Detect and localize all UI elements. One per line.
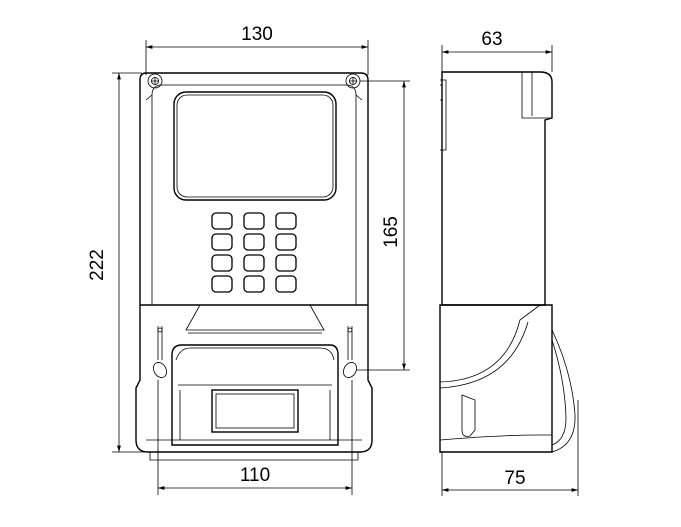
card-slot-guide	[185, 304, 325, 331]
dim-label-bottom-width: 110	[240, 465, 270, 486]
keypad-key	[275, 233, 297, 251]
dimension-bottom-width: 110	[157, 380, 353, 495]
dim-label-side-depth-bottom: 75	[504, 468, 525, 489]
lower-front-module	[171, 344, 339, 446]
keypad-key	[243, 275, 265, 293]
mounting-screw-left	[147, 73, 163, 89]
dimension-front-width: 130	[145, 24, 369, 75]
front-outer-housing	[135, 72, 373, 453]
keypad-key	[211, 275, 233, 293]
dimension-side-depth-top: 63	[441, 29, 553, 72]
mounting-screw-right	[345, 73, 361, 89]
keypad-key	[243, 233, 265, 251]
side-outer-housing	[441, 71, 553, 306]
keypad-key	[275, 254, 297, 272]
side-lower-module	[439, 304, 553, 453]
dim-label-front-width: 130	[241, 24, 273, 45]
left-clip	[153, 326, 167, 378]
dimension-front-height: 222	[87, 72, 148, 453]
keypad-key	[243, 212, 265, 230]
display-window	[173, 91, 337, 201]
side-view	[439, 71, 576, 453]
front-inner-frame	[151, 84, 357, 306]
keypad-key	[243, 254, 265, 272]
dim-label-keypad-height: 165	[381, 216, 402, 248]
reader-window	[211, 389, 299, 433]
front-view	[135, 72, 373, 461]
dimension-side-depth-bottom: 75	[441, 400, 579, 496]
keypad-key	[275, 275, 297, 293]
keypad-key	[211, 212, 233, 230]
dimension-keypad-height: 165	[356, 80, 410, 371]
keypad-key	[275, 212, 297, 230]
keypad-key	[211, 254, 233, 272]
keypad-key	[211, 233, 233, 251]
dim-label-side-depth-top: 63	[481, 29, 502, 50]
dim-label-front-height: 222	[87, 249, 108, 281]
right-clip	[343, 326, 357, 378]
keypad	[211, 212, 297, 293]
